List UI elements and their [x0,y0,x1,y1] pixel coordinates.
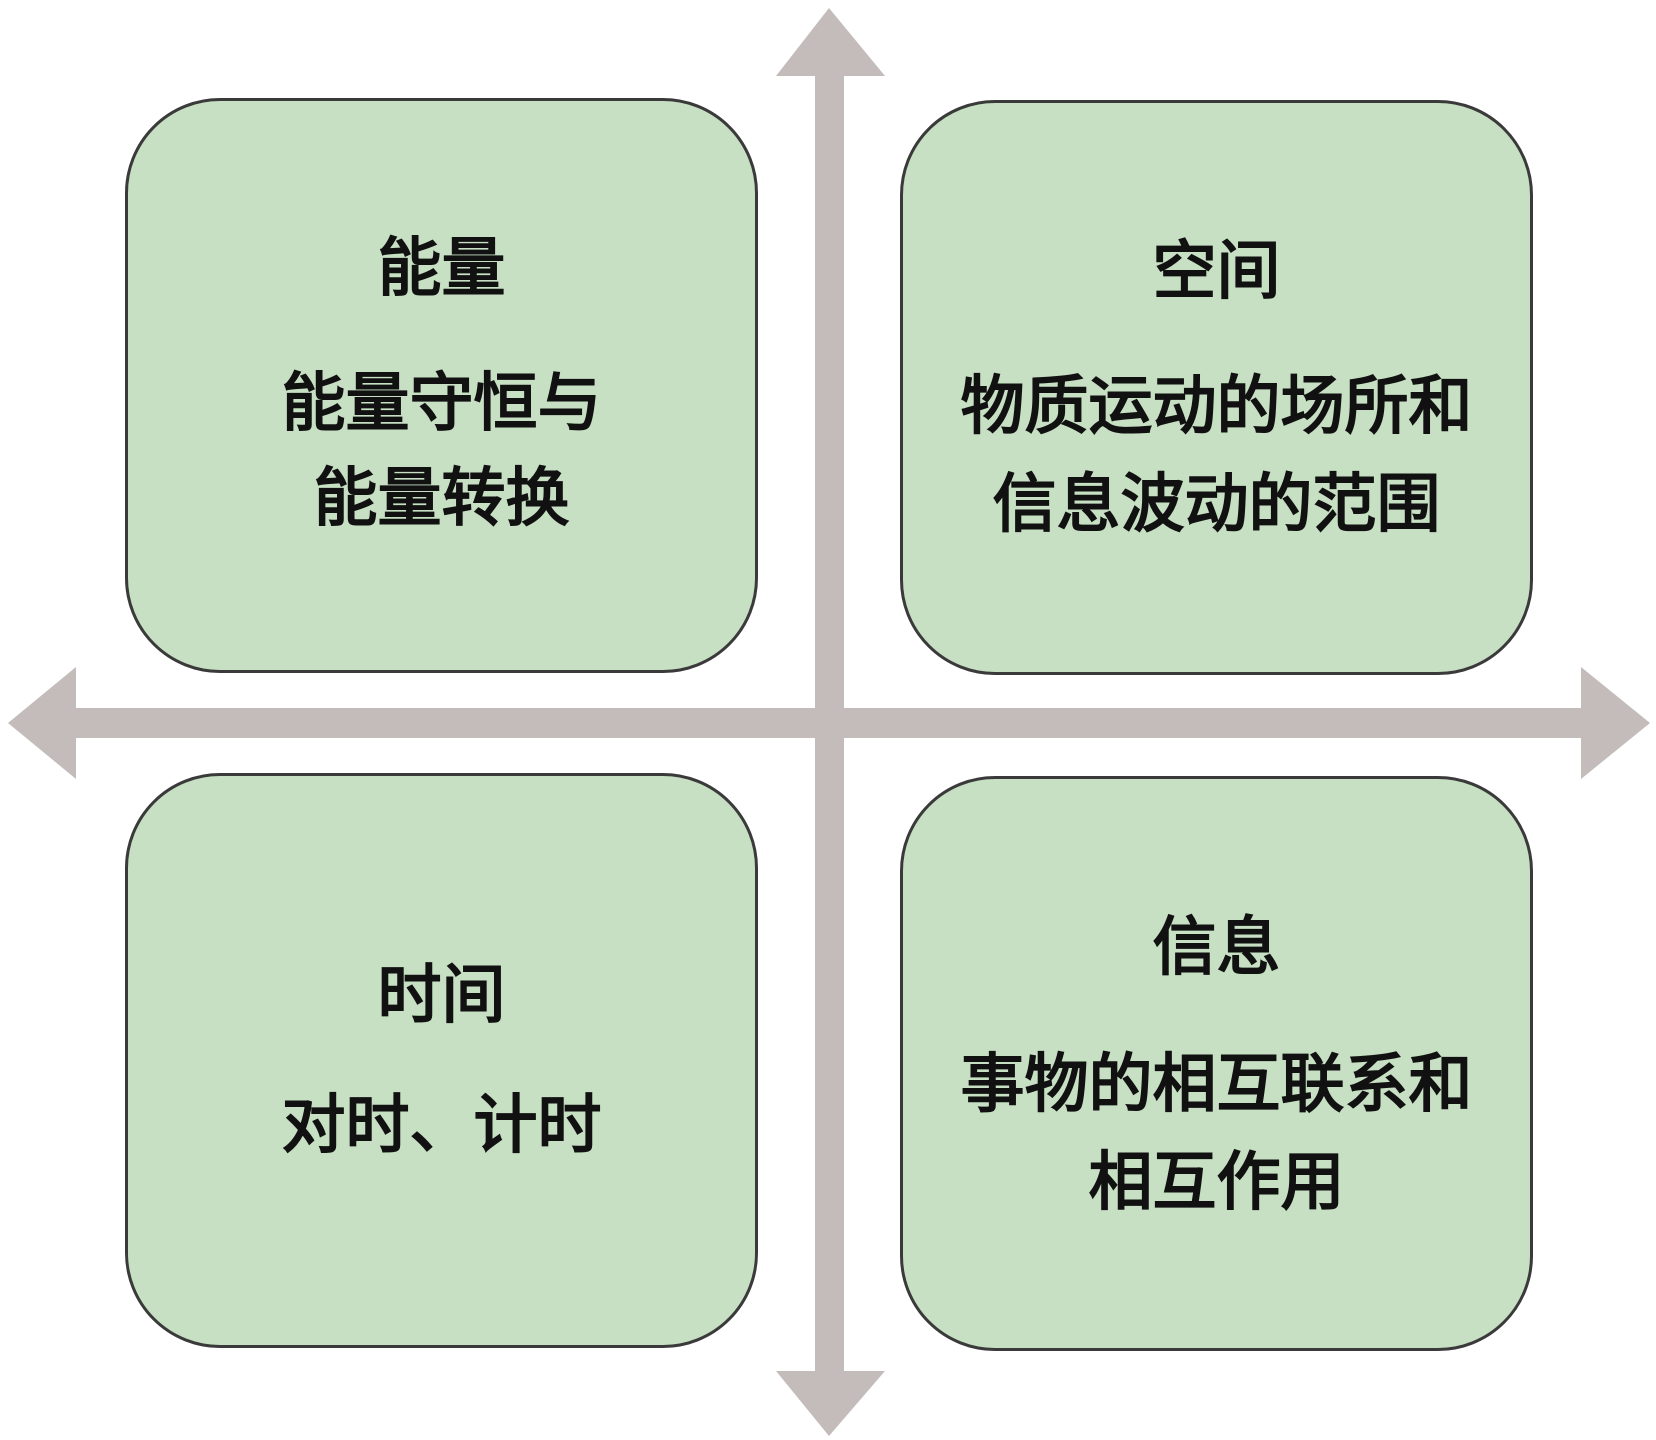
down-arrow-head [776,1371,885,1436]
quadrant-time: 时间 对时、计时 [125,773,758,1348]
left-arrow-head [8,667,76,779]
quadrant-text-line: 能量守恒与 [281,366,602,441]
quadrant-space: 空间 物质运动的场所和 信息波动的范围 [900,100,1533,675]
quadrant-text-line: 对时、计时 [281,1088,602,1163]
quadrant-title: 时间 [377,958,506,1033]
quadrant-text-line: 事物的相互联系和 [960,1047,1473,1122]
horizontal-axis [70,708,1585,738]
quadrant-title: 空间 [1152,234,1281,309]
quadrant-text-line: 物质运动的场所和 [960,369,1473,444]
quadrant-information: 信息 事物的相互联系和 相互作用 [900,776,1533,1351]
quadrant-text-line: 相互作用 [1088,1145,1345,1220]
up-arrow-head [776,8,885,76]
quadrant-energy: 能量 能量守恒与 能量转换 [125,98,758,673]
right-arrow-head [1581,667,1650,779]
quadrant-title: 能量 [377,231,506,306]
quadrant-text-line: 能量转换 [313,461,570,536]
quadrant-text-line: 信息波动的范围 [992,467,1441,542]
quadrant-title: 信息 [1152,910,1281,985]
